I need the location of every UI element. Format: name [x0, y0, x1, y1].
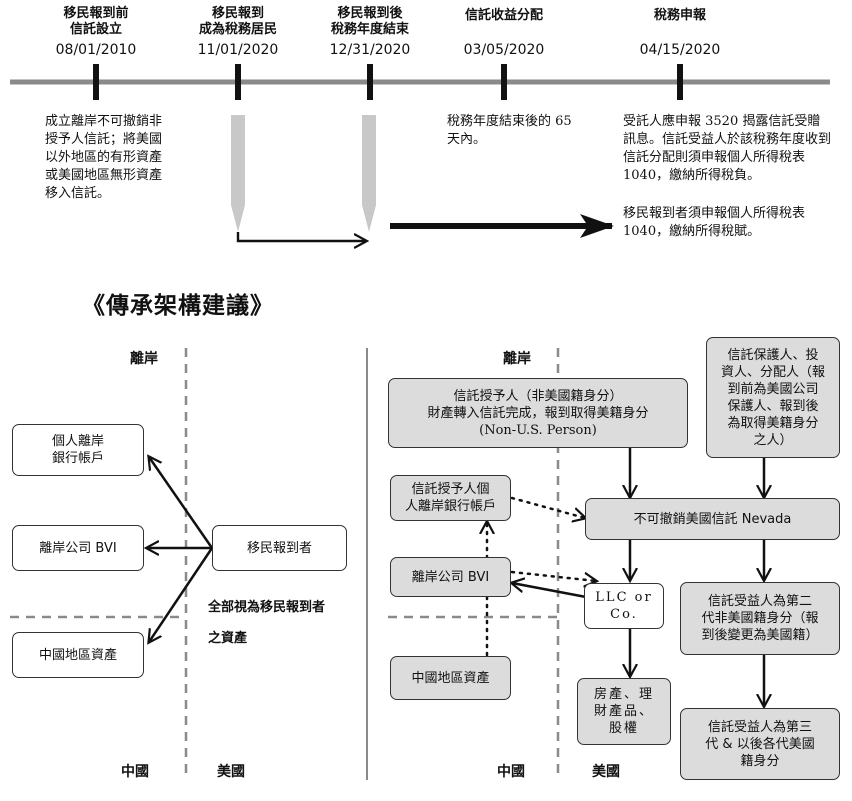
left-bvi-node: 離岸公司 BVI [12, 525, 144, 571]
milestone-1-title: 移民報到前 信託設立 [63, 6, 129, 37]
dotted-bvi-llc [510, 570, 596, 581]
right-china-assets-node: 中國地區資產 [390, 656, 511, 700]
grantor-bank-node: 信託授予人個 人離岸銀行帳戶 [390, 475, 511, 521]
filing-description-2: 移民報到者須申報個人所得稅表 1040，繳納所得稅賦。 [623, 206, 806, 239]
right-bvi-node: 離岸公司 BVI [390, 557, 511, 597]
timeline-marker-5 [677, 64, 683, 100]
arrow-immigrant-bank [149, 457, 214, 549]
right-region-offshore: 離岸 [503, 351, 531, 367]
beneficiary-second-gen-node: 信託受益人為第二 代非美國籍身分（報 到後變更為美國籍） [680, 582, 840, 655]
dotted-bank-trust [510, 496, 585, 518]
left-region-offshore: 離岸 [130, 351, 158, 367]
milestone-3-date: 12/31/2020 [329, 42, 411, 58]
milestone-4-date: 03/05/2020 [463, 42, 545, 58]
arrow-report-to-yearend [236, 232, 366, 241]
timeline-marker-3 [367, 64, 373, 100]
beneficiary-third-gen-node: 信託受益人為第三 代 & 以後各代美國 籍身分 [680, 708, 840, 780]
protector-node: 信託保護人、投 資人、分配人（報 到前為美國公司 保護人、報到後 為取得美籍身分… [706, 337, 840, 458]
right-region-china: 中國 [497, 764, 525, 780]
timeline-marker-2 [235, 64, 241, 100]
left-region-usa: 美國 [217, 764, 245, 780]
section-heading: 《傳承架構建議》 [82, 293, 274, 319]
milestone-2-title: 移民報到 成為稅務居民 [198, 6, 277, 37]
left-china-assets-node: 中國地區資產 [12, 632, 144, 678]
milestone-1-date: 08/01/2010 [55, 42, 137, 58]
nevada-trust-node: 不可撤銷美國信託 Nevada [585, 498, 840, 540]
llc-node: LLC or Co. [584, 583, 664, 629]
timeline-marker-4 [501, 64, 507, 100]
milestone-2-date: 11/01/2020 [197, 42, 279, 58]
arrow-llc-bvi [512, 583, 587, 599]
left-note-line2: 之資產 [208, 631, 248, 646]
left-region-china: 中國 [121, 764, 149, 780]
setup-description: 成立離岸不可撤銷非授予人信託；將美國以外地區的有形資產或美國地區無形資產移入信託… [45, 114, 163, 201]
milestone-5-date: 04/15/2020 [639, 42, 721, 58]
distribution-description: 稅務年度結束後的 65 天內。 [447, 114, 572, 147]
milestone-3-title: 移民報到後 稅務年度結束 [330, 6, 409, 37]
grantor-node: 信託授予人（非美國籍身分） 財產轉入信託完成，報到取得美籍身分 (Non-U.S… [388, 378, 688, 448]
immigrant-node: 移民報到者 [212, 525, 347, 571]
right-region-usa: 美國 [592, 764, 620, 780]
milestone-5-title: 稅務申報 [653, 8, 706, 23]
left-note-line1: 全部視為移民報到者 [208, 600, 326, 615]
pointer-1 [231, 115, 245, 232]
left-bank-account-node: 個人離岸 銀行帳戶 [12, 424, 144, 476]
milestone-4-title: 信託收益分配 [464, 8, 543, 23]
arrow-immigrant-china [149, 547, 214, 642]
pointer-2 [362, 115, 376, 232]
property-node: 房產、理 財產品、 股權 [577, 678, 671, 745]
timeline-marker-1 [93, 64, 99, 100]
filing-description-1: 受託人應申報 3520 揭露信託受贈訊息。信託受益人於該稅務年度收到信託分配則須… [623, 114, 832, 183]
